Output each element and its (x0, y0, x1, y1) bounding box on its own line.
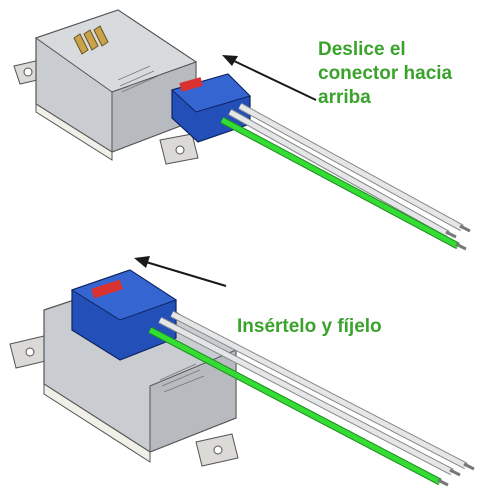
wires-bottom (148, 310, 475, 487)
step-1-caption-line: Deslice el (318, 39, 406, 60)
insert-arrow (134, 256, 227, 287)
blue-connector-bottom (70, 269, 178, 361)
step-1-caption-line: conector hacia (318, 63, 453, 84)
step-1-caption-line: arriba (318, 87, 371, 108)
step-1-caption: Deslice el conector hacia arriba (318, 38, 452, 110)
terminal-contacts-top (73, 25, 109, 55)
step-2-caption: Insértelo y fíjelo (237, 315, 382, 339)
step-2-caption-line: Insértelo y fíjelo (237, 316, 382, 337)
step-2-illustration (9, 256, 475, 487)
slide-up-arrow (222, 55, 317, 101)
receptacle-device-top (34, 9, 198, 161)
wires-top (220, 102, 471, 251)
step-1-illustration (13, 9, 471, 251)
mounting-strap-bottom (9, 335, 239, 467)
